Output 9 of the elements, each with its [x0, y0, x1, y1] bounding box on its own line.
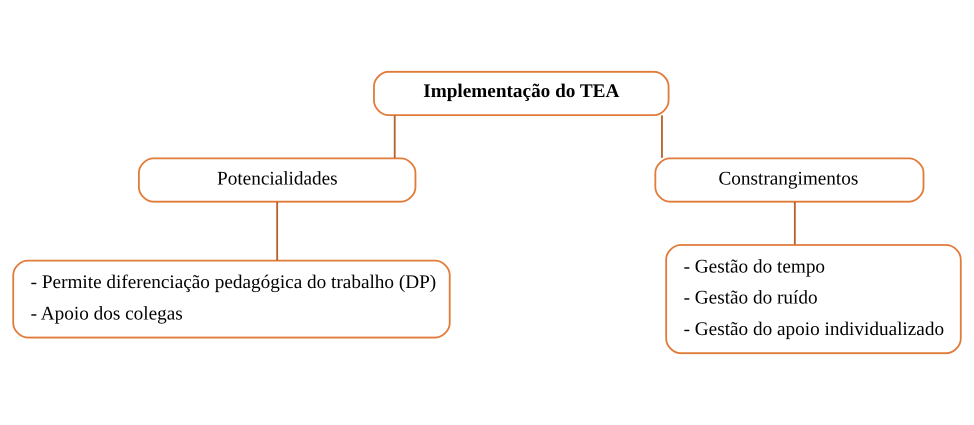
node-box: - Permite diferenciação pedagógica do trabalho (DP) - Apoio dos colegas [12, 260, 451, 338]
connector [394, 115, 396, 158]
connector [276, 202, 278, 261]
node-box: Implementação do TEA [373, 70, 670, 116]
connector [661, 115, 663, 158]
node-box: Constrangimentos [654, 157, 924, 203]
node-box: - Gestão do tempo - Gestão do ruído - Gestão do apoio individualizado [665, 244, 962, 354]
node-box: Potencialidades [138, 157, 416, 203]
connector [794, 202, 796, 245]
